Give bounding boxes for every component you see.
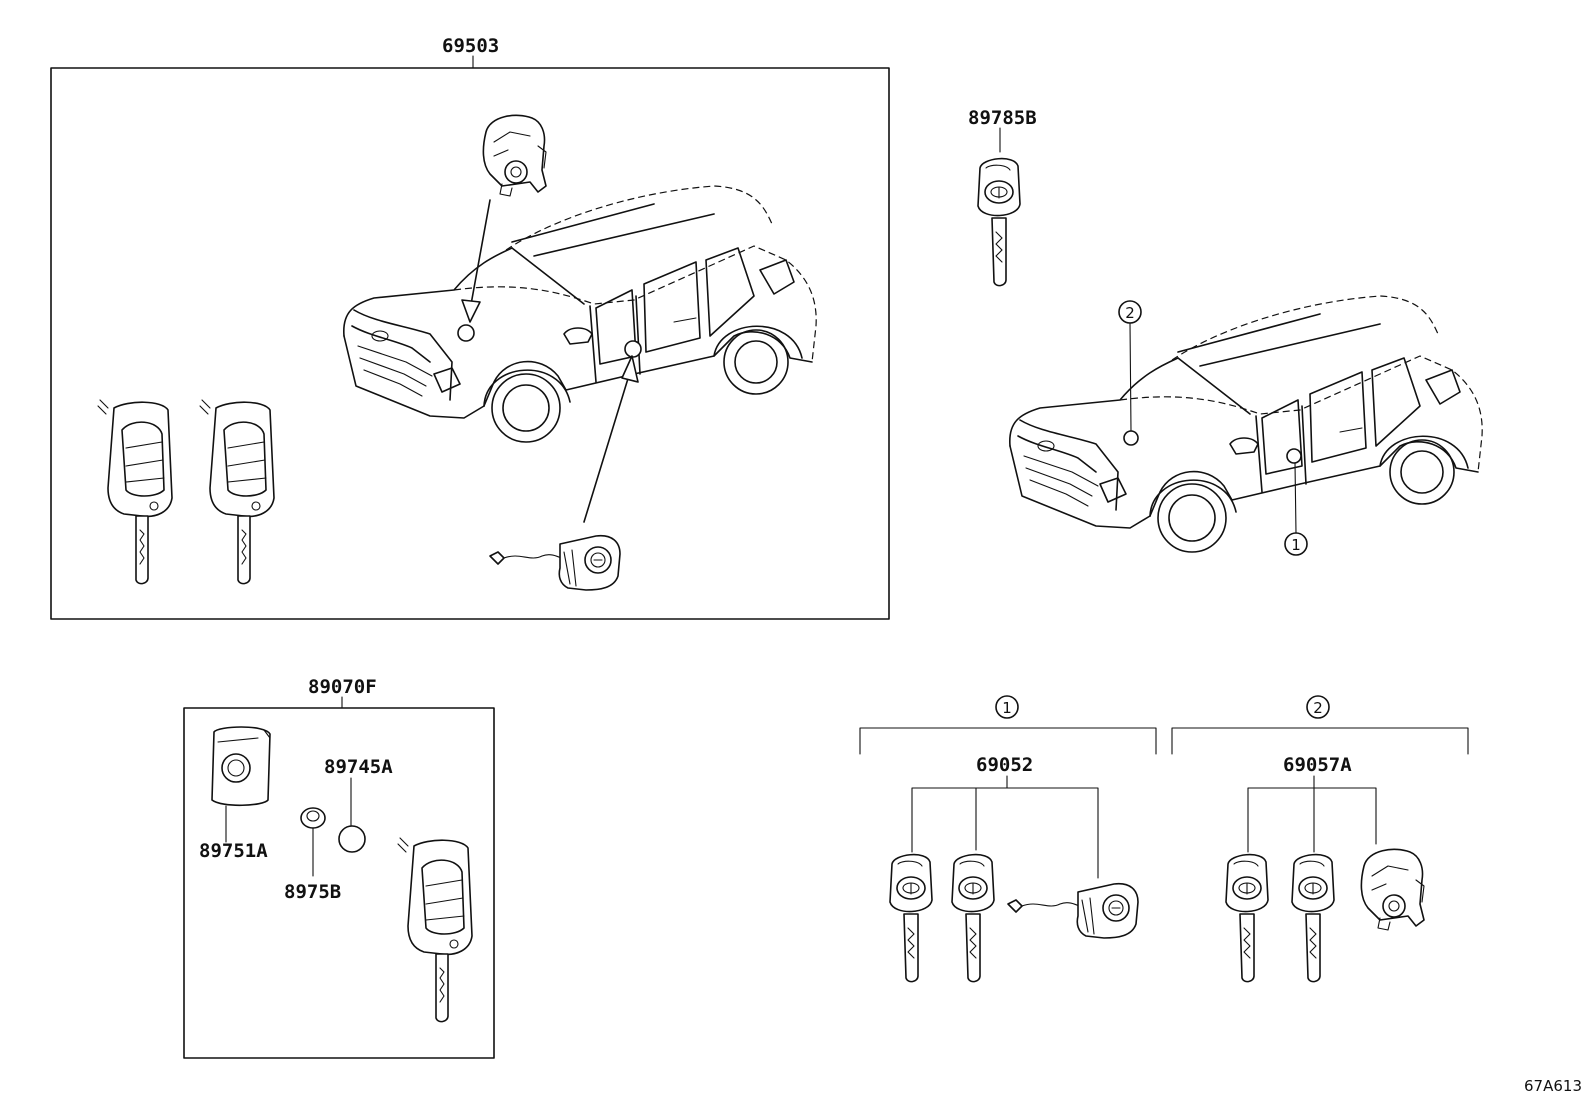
- suv-illustration-upper: [342, 185, 817, 443]
- callout-circle-1-lower: [995, 695, 1019, 719]
- label-69503: 69503: [442, 35, 499, 57]
- arrow-ignition-to-hood: [469, 199, 491, 311]
- leader-69052: [911, 775, 1099, 879]
- remote-key-fob-right: [199, 399, 275, 585]
- leader-callout-1: [1294, 462, 1297, 534]
- label-89070f: 89070F: [308, 676, 377, 698]
- label-69057a: 69057A: [1283, 754, 1352, 776]
- blade-key-69052-a: [889, 853, 933, 983]
- door-lock-cylinder-69052: [1007, 882, 1139, 939]
- label-89785b: 89785B: [968, 107, 1037, 129]
- ignition-switch-upper: [482, 114, 547, 197]
- label-8975b: 8975B: [284, 881, 341, 903]
- bracket-set-2: [1171, 727, 1469, 755]
- fob-case-89751a: [211, 726, 271, 807]
- ignition-switch-69057a: [1360, 848, 1425, 931]
- door-marker: [624, 340, 642, 358]
- leader-callout-2: [1129, 322, 1132, 432]
- callout-number-2-upper: 2: [1125, 304, 1135, 322]
- battery-holder-8975b: [300, 807, 326, 829]
- leader-69057a: [1247, 775, 1377, 853]
- group-box-89070f: [183, 707, 495, 1059]
- callout-number-1-lower: 1: [1002, 699, 1012, 717]
- arrow-door-lock-to-door: [583, 371, 631, 523]
- hood-point-right: [1123, 430, 1139, 446]
- arrowhead-hood: [461, 299, 481, 323]
- diagram-code: 67A613: [1524, 1077, 1582, 1095]
- door-lock-cylinder-upper: [489, 534, 621, 591]
- blade-key-69052-b: [951, 853, 995, 983]
- coin-battery-89745a: [338, 825, 366, 853]
- label-89745a: 89745A: [324, 756, 393, 778]
- callout-number-2-lower: 2: [1313, 699, 1323, 717]
- label-69052: 69052: [976, 754, 1033, 776]
- remote-key-fob-left: [97, 399, 173, 585]
- callout-circle-2-lower: [1306, 695, 1330, 719]
- suv-illustration-right: [1008, 295, 1483, 553]
- blade-key-69057a-a: [1225, 853, 1269, 983]
- hood-marker: [457, 324, 475, 342]
- callout-number-1-upper: 1: [1291, 536, 1301, 554]
- label-89751a: 89751A: [199, 840, 268, 862]
- remote-key-fob-89070f: [397, 837, 473, 1023]
- bracket-set-1: [859, 727, 1157, 755]
- group-box-69503: [50, 67, 890, 620]
- blade-key-69057a-b: [1291, 853, 1335, 983]
- arrowhead-door: [621, 355, 639, 383]
- blade-key-89785b: [977, 157, 1021, 287]
- door-point-right: [1286, 448, 1302, 464]
